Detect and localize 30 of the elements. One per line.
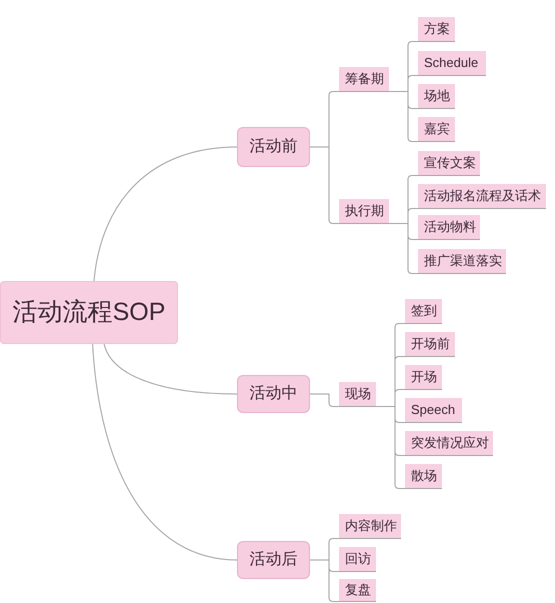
topic-item: 嘉宾 — [418, 117, 455, 142]
branch-curve — [104, 344, 238, 394]
main-topic: 活动前 — [237, 127, 310, 167]
topic-item: 方案 — [418, 17, 455, 42]
topic-item: 突发情况应对 — [405, 431, 493, 456]
topic-item: 签到 — [405, 299, 442, 324]
subtopic: 现场 — [339, 382, 376, 407]
subtopic: 执行期 — [339, 199, 389, 224]
branch-curve — [94, 146, 238, 282]
connector-line — [310, 394, 340, 407]
connector-line — [376, 406, 406, 489]
topic-item: 活动物料 — [418, 215, 480, 240]
subtopic: 复盘 — [339, 579, 376, 602]
topic-item: 场地 — [418, 84, 455, 109]
main-topic: 活动中 — [237, 375, 310, 413]
topic-item: 推广渠道落实 — [418, 249, 506, 274]
subtopic: 筹备期 — [339, 67, 389, 92]
topic-item: 开场前 — [405, 332, 455, 357]
topic-item: Schedule — [418, 51, 486, 76]
topic-item: 活动报名流程及话术 — [418, 184, 546, 209]
central-topic: 活动流程SOP — [0, 281, 178, 344]
subtopic: 回访 — [339, 547, 376, 572]
subtopic: 内容制作 — [339, 514, 401, 539]
topic-item: 宣传文案 — [418, 151, 480, 176]
topic-item: 散场 — [405, 464, 442, 489]
topic-item: 开场 — [405, 365, 442, 390]
branch-curve — [92, 344, 238, 560]
topic-item: Speech — [405, 398, 462, 423]
connector-line — [310, 146, 340, 224]
main-topic: 活动后 — [237, 541, 310, 579]
